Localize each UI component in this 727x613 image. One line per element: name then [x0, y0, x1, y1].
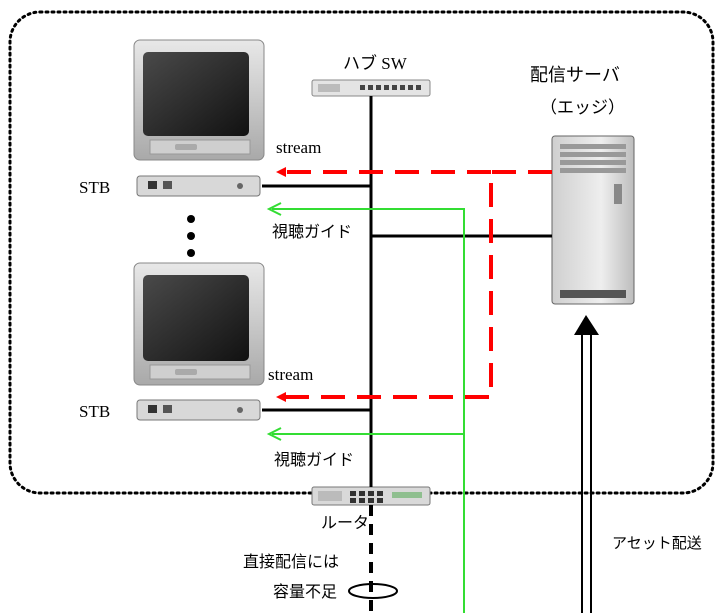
server-icon	[551, 135, 635, 305]
router-icon	[311, 486, 431, 506]
stb-icon-top	[136, 175, 261, 197]
router-label: ルータ	[321, 513, 369, 532]
server-subtitle: （エッジ）	[540, 98, 625, 118]
lan-lines	[262, 96, 552, 487]
asset-delivery-label: アセット配送	[612, 534, 702, 552]
stream-label-top: stream	[276, 138, 321, 157]
ellipsis-dots	[187, 215, 195, 257]
direct-delivery-label-2: 容量不足	[273, 582, 337, 601]
stream-paths	[276, 167, 552, 402]
stb-label-top: STB	[79, 178, 110, 197]
hub-switch-icon	[311, 79, 431, 97]
server-title: 配信サーバ	[530, 65, 620, 86]
asset-delivery-arrow	[574, 315, 599, 613]
tv-icon-bottom	[133, 262, 265, 386]
stb-icon-bottom	[136, 399, 261, 421]
home-network-boundary	[8, 10, 715, 495]
hub-switch-label: ハブ SW	[343, 53, 408, 73]
stb-label-bottom: STB	[79, 402, 110, 421]
capacity-ellipse	[348, 583, 398, 599]
tv-icon-top	[133, 39, 265, 161]
guide-label-top: 視聴ガイド	[272, 222, 352, 241]
guide-label-bottom: 視聴ガイド	[274, 450, 354, 469]
stream-label-bottom: stream	[268, 365, 313, 384]
direct-delivery-label-1: 直接配信には	[243, 552, 339, 571]
guide-paths	[266, 202, 465, 613]
